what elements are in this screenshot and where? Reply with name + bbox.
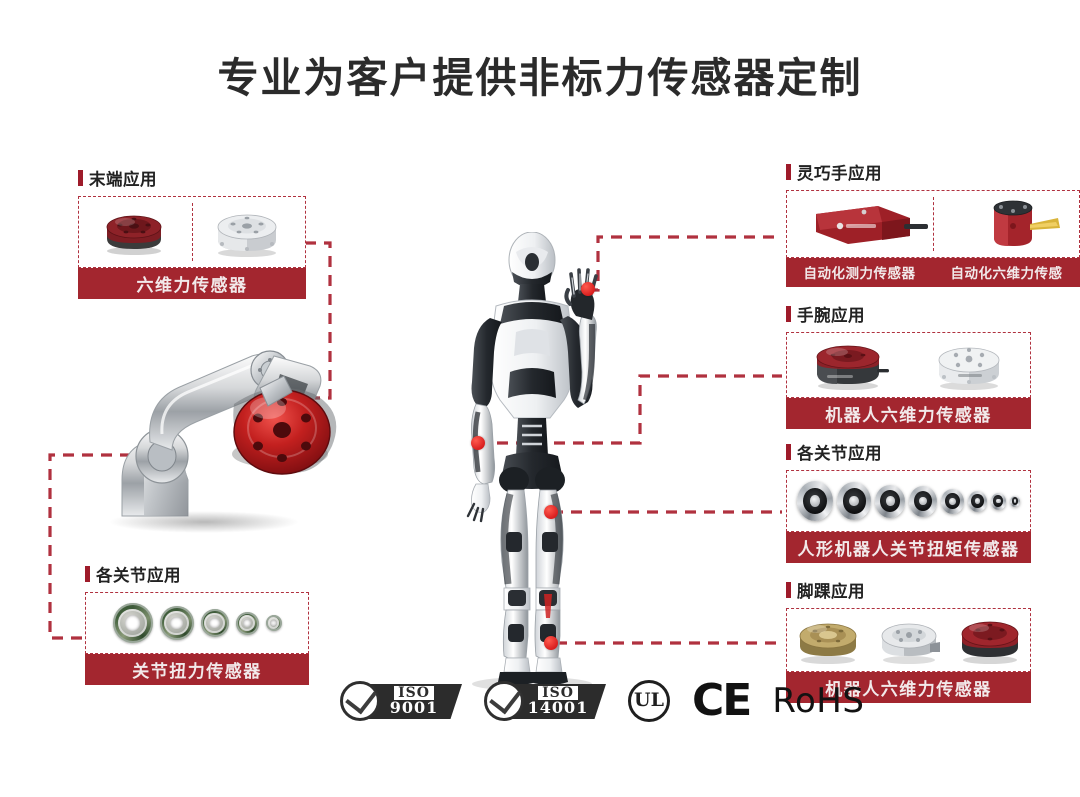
card-wrist-heading: 手腕应用	[797, 306, 865, 325]
heading-bar-icon	[786, 444, 791, 460]
heading-bar-icon	[78, 170, 83, 186]
card-end-effector-head: 末端应用	[78, 166, 306, 190]
product-torque-ring-5	[265, 615, 282, 631]
product-joint-ring-7	[990, 492, 1007, 510]
product-torque-ring-4	[235, 611, 259, 635]
marker-dot-knee	[544, 505, 558, 519]
ul-label: UL	[634, 689, 664, 711]
product-automation-six-axis	[964, 196, 1062, 252]
product-ankle-sensor-silver	[874, 614, 944, 666]
card-right-joints-body	[786, 470, 1031, 532]
card-ankle-body	[786, 608, 1031, 672]
iso-14001-word: ISO	[538, 686, 578, 701]
card-dexterous-hand-banner-left: 自动化测力传感器	[786, 257, 933, 287]
rohs-label: RoHS	[772, 681, 865, 721]
card-ankle-banner: 机器人六维力传感器	[786, 671, 1031, 703]
heading-bar-icon	[786, 306, 791, 322]
iso-14001-seal-icon	[484, 681, 524, 721]
card-ankle-head: 脚踝应用	[786, 578, 1031, 602]
heading-bar-icon	[786, 582, 791, 598]
humanoid-robot-figure	[432, 231, 632, 692]
iso-9001-word: ISO	[394, 686, 434, 701]
product-automation-load-cell	[804, 198, 930, 250]
card-wrist-body	[786, 332, 1031, 398]
product-joint-ring-5	[941, 488, 964, 514]
rohs-badge: RoHS	[772, 681, 864, 721]
iso-9001-number: 9001	[389, 698, 439, 718]
iso-14001-plate: ISO 14001	[510, 684, 606, 719]
iso-14001-badge: ISO 14001	[484, 681, 606, 721]
heading-bar-icon	[786, 164, 791, 180]
card-wrist-banner: 机器人六维力传感器	[786, 397, 1031, 429]
card-left-joints[interactable]: 各关节应用 关节扭力传感器	[85, 562, 309, 685]
card-end-effector[interactable]: 末端应用	[78, 166, 306, 299]
card-ankle-heading: 脚踝应用	[797, 582, 865, 601]
product-joint-ring-6	[967, 490, 987, 512]
product-torque-ring-3	[200, 609, 229, 637]
heading-bar-icon	[85, 566, 90, 582]
product-torque-ring-2	[159, 606, 194, 640]
card-dexterous-hand-body	[786, 190, 1080, 258]
product-joint-ring-4	[909, 485, 938, 517]
card-dexterous-hand-head: 灵巧手应用	[786, 160, 1080, 184]
marker-dot-ankle	[544, 636, 558, 650]
iso-9001-seal-icon	[340, 681, 380, 721]
ul-badge: UL	[628, 680, 670, 722]
product-joint-ring-2	[837, 482, 872, 520]
card-divider	[192, 203, 193, 261]
card-divider	[933, 197, 934, 251]
card-dexterous-hand-heading: 灵巧手应用	[797, 164, 882, 183]
product-joint-ring-1	[797, 481, 834, 521]
card-left-joints-head: 各关节应用	[85, 562, 309, 586]
card-right-joints-banner: 人形机器人关节扭矩传感器	[786, 531, 1031, 563]
robot-arm-figure	[84, 330, 354, 535]
card-left-joints-banner: 关节扭力传感器	[85, 653, 309, 685]
product-ankle-sensor-gold	[793, 614, 863, 666]
card-wrist[interactable]: 手腕应用	[786, 302, 1031, 429]
card-ankle[interactable]: 脚踝应用	[786, 578, 1031, 703]
ce-label: CE	[692, 675, 752, 726]
card-right-joints-heading: 各关节应用	[797, 444, 882, 463]
product-torque-ring-1	[112, 603, 153, 643]
product-six-axis-silver	[208, 206, 286, 258]
card-right-joints-head: 各关节应用	[786, 440, 1031, 464]
product-joint-ring-8	[1010, 495, 1020, 507]
marker-dot-wrist	[471, 436, 485, 450]
card-right-joints[interactable]: 各关节应用 人形机器人关节扭矩传感器	[786, 440, 1031, 563]
page-title: 专业为客户提供非标力传感器定制	[217, 54, 863, 102]
product-ankle-sensor-red	[955, 614, 1025, 666]
card-left-joints-heading: 各关节应用	[96, 566, 181, 585]
iso-14001-number: 14001	[527, 698, 589, 718]
iso-9001-plate: ISO 9001	[366, 684, 462, 719]
card-dexterous-hand-banner-right: 自动化六维力传感	[933, 257, 1080, 287]
product-wrist-sensor-silver	[928, 339, 1010, 391]
card-wrist-head: 手腕应用	[786, 302, 1031, 326]
card-left-joints-body	[85, 592, 309, 654]
card-dexterous-hand[interactable]: 灵巧手应用	[786, 160, 1080, 287]
ce-badge: CE	[692, 679, 752, 723]
marker-dot-hand	[581, 282, 595, 296]
card-end-effector-body	[78, 196, 306, 268]
certification-row: ISO 9001 ISO 14001 UL CE RoHS	[340, 679, 864, 723]
card-end-effector-heading: 末端应用	[89, 170, 157, 189]
card-end-effector-banner: 六维力传感器	[78, 267, 306, 299]
product-joint-ring-3	[875, 484, 906, 518]
product-six-axis-red	[98, 209, 170, 255]
product-wrist-sensor-red	[807, 339, 889, 391]
iso-9001-badge: ISO 9001	[340, 681, 462, 721]
card-dexterous-hand-banners: 自动化测力传感器 自动化六维力传感	[786, 257, 1080, 287]
